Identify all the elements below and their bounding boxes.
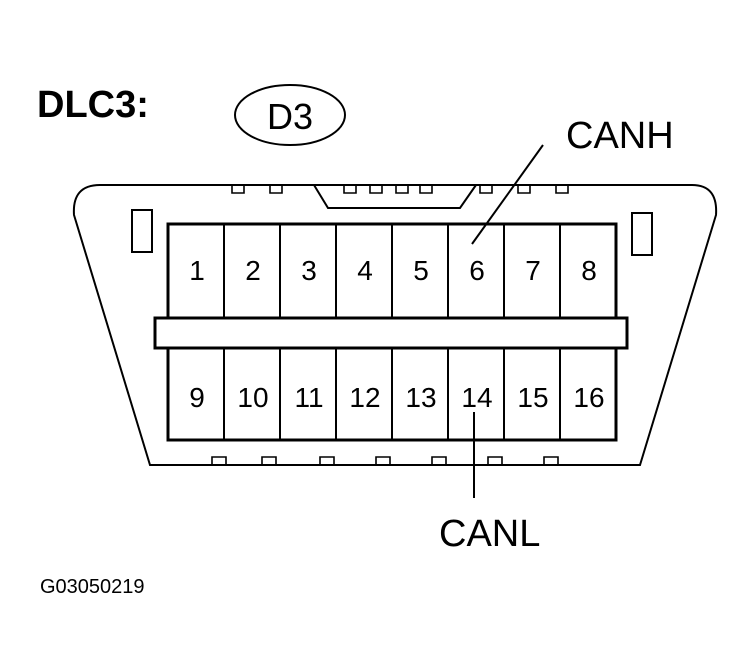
canh-leader-line [471, 144, 544, 245]
connector-code-oval [234, 84, 346, 146]
latch [313, 184, 477, 209]
pin-label: 9 [189, 382, 205, 413]
pin-label: 4 [357, 255, 373, 286]
canh-label: CANH [566, 115, 674, 157]
pin-label: 14 [461, 382, 492, 413]
top-teeth [231, 185, 569, 194]
bottom-pin-row: 9 10 11 12 13 14 15 16 [167, 347, 617, 441]
pin-label: 16 [573, 382, 604, 413]
pin-label: 8 [581, 255, 597, 286]
pin-label: 3 [301, 255, 317, 286]
pin-label: 15 [517, 382, 548, 413]
pin-label: 1 [189, 255, 205, 286]
right-guide-slot [631, 212, 653, 256]
bottom-teeth [211, 456, 559, 465]
figure-code: G03050219 [40, 576, 145, 598]
separator-bar [153, 316, 629, 350]
pin-label: 10 [237, 382, 268, 413]
pin-label: 5 [413, 255, 429, 286]
connector-housing [72, 184, 718, 466]
pin-label: 13 [405, 382, 436, 413]
left-guide-slot [131, 209, 153, 253]
pin-label: 12 [349, 382, 380, 413]
pin-label: 11 [294, 382, 323, 413]
top-pin-row: 1 2 3 4 5 6 7 8 [167, 223, 617, 319]
pin-label: 7 [525, 255, 541, 286]
canl-label: CANL [439, 513, 540, 555]
connector-code-label: D3 [267, 96, 313, 137]
diagram-title: DLC3: [37, 84, 149, 126]
pin-label: 2 [245, 255, 261, 286]
pin-label: 6 [469, 255, 485, 286]
